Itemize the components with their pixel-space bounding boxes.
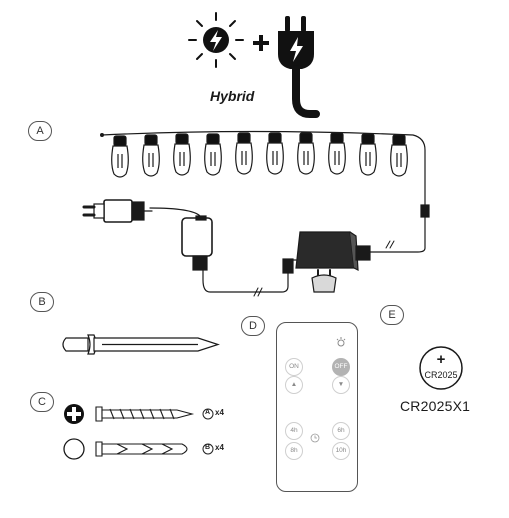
sun-icon <box>188 12 244 68</box>
battery-cell-label: CR2025 <box>424 370 458 380</box>
anchor-ref: B <box>205 444 211 451</box>
part-label-d: D <box>241 316 265 336</box>
part-label-a: A <box>28 121 52 141</box>
bulb-5 <box>235 132 253 175</box>
part-label-b: B <box>30 292 54 312</box>
bulb-8 <box>328 132 346 175</box>
clock-icon <box>310 433 320 443</box>
bulb-10 <box>390 134 408 177</box>
screw-ref: A <box>205 409 211 416</box>
timer-10h-button[interactable]: 10h <box>332 442 350 460</box>
bulb-1 <box>111 135 129 178</box>
ground-stake <box>62 334 220 355</box>
plus-icon <box>253 35 269 51</box>
battery-plus-sign: + <box>436 351 446 368</box>
timer-4h-button[interactable]: 4h <box>285 422 303 440</box>
bulb-7 <box>297 132 315 175</box>
ref-a-badge-icon <box>202 408 214 420</box>
power-plug-icon <box>278 16 320 118</box>
screw-icon <box>64 404 195 424</box>
timer-8h-button[interactable]: 8h <box>285 442 303 460</box>
bulb-9 <box>359 133 377 176</box>
on-button[interactable]: ON <box>285 358 303 376</box>
remote-control <box>276 322 358 492</box>
part-label-e: E <box>380 305 404 325</box>
timer-6h-button[interactable]: 6h <box>332 422 350 440</box>
hybrid-label: Hybrid <box>210 88 255 104</box>
ref-b-badge-icon <box>202 443 214 455</box>
coin-battery-icon <box>419 346 463 390</box>
anchor-qty: x4 <box>215 443 224 452</box>
light-settings-icon <box>336 337 346 347</box>
brightness-down-button[interactable]: ▼ <box>332 376 350 394</box>
bulb-6 <box>266 132 284 175</box>
string-light-diagram <box>82 130 430 297</box>
screw-qty: x4 <box>215 408 224 417</box>
part-label-c: C <box>30 392 54 412</box>
brightness-up-button[interactable]: ▲ <box>285 376 303 394</box>
battery-caption: CR2025X1 <box>400 398 471 414</box>
wall-anchor-icon <box>63 438 188 460</box>
bulb-3 <box>173 133 191 176</box>
off-button[interactable]: OFF <box>332 358 350 376</box>
bulb-4 <box>204 133 222 176</box>
bulb-2 <box>142 134 160 177</box>
